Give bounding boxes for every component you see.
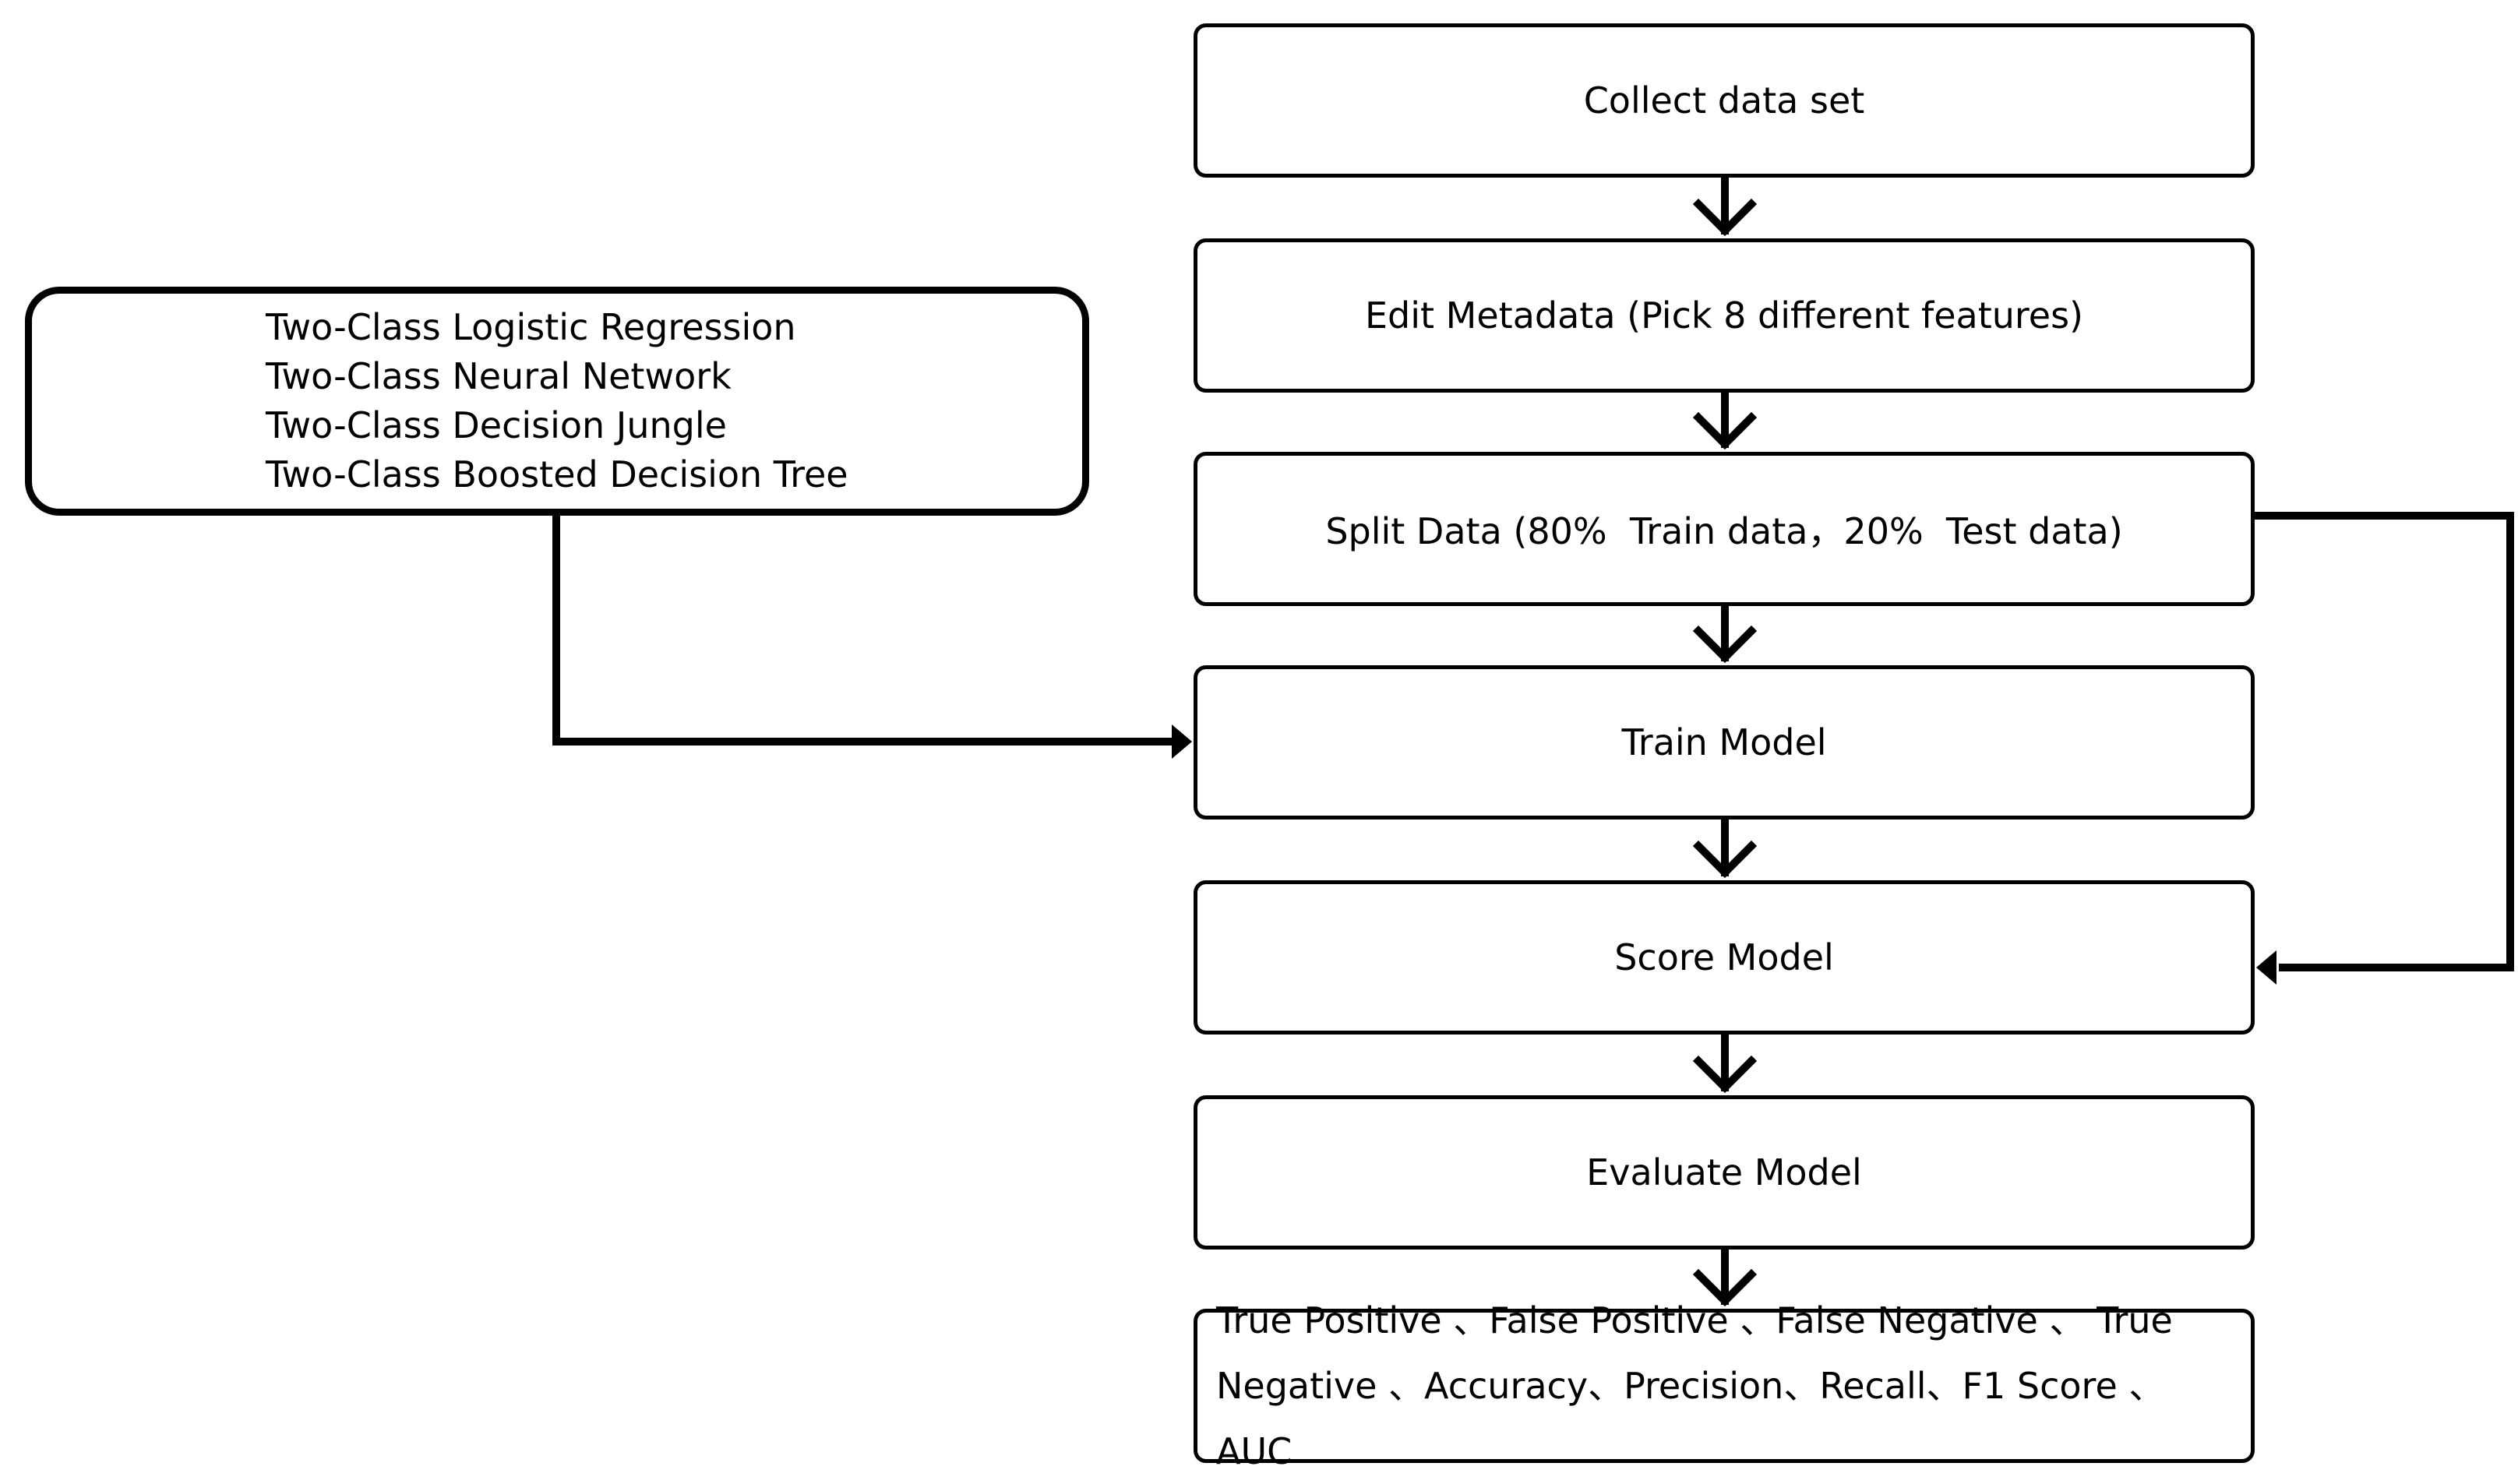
arrow-split-to-train <box>1692 604 1758 664</box>
step-edit-metadata: Edit Metadata (Pick 8 different features… <box>1194 238 2255 393</box>
arrow-evaluate-to-metrics <box>1692 1247 1758 1307</box>
step-label: Split Data (80% Train data，20% Test data… <box>1325 510 2123 552</box>
arrow-split-to-score <box>2251 512 2514 971</box>
step-train-model: Train Model <box>1194 665 2255 820</box>
model-item: Two-Class Neural Network <box>266 355 732 397</box>
step-collect-data: Collect data set <box>1194 23 2255 178</box>
model-item: Two-Class Boosted Decision Tree <box>266 453 848 495</box>
arrow-edit-to-split <box>1692 390 1758 450</box>
arrow-score-to-evaluate <box>1692 1032 1758 1094</box>
step-split-data: Split Data (80% Train data，20% Test data… <box>1194 452 2255 606</box>
model-item: Two-Class Decision Jungle <box>266 404 727 446</box>
arrow-models-to-train <box>552 512 1173 746</box>
step-label: Evaluate Model <box>1586 1151 1862 1193</box>
step-evaluate-model: Evaluate Model <box>1194 1095 2255 1250</box>
model-item: Two-Class Logistic Regression <box>266 306 796 348</box>
step-label: Edit Metadata (Pick 8 different features… <box>1364 294 2084 337</box>
step-label: Train Model <box>1621 721 1827 763</box>
arrow-train-to-score <box>1692 817 1758 879</box>
model-list: Two-Class Logistic Regression Two-Class … <box>266 303 848 499</box>
arrowhead-train <box>1172 724 1192 759</box>
step-score-model: Score Model <box>1194 880 2255 1035</box>
metrics-box: True Positive 、False Positive 、False Neg… <box>1194 1299 2255 1472</box>
step-label: Collect data set <box>1583 79 1865 122</box>
step-label: Score Model <box>1614 936 1834 978</box>
model-options-box: Two-Class Logistic Regression Two-Class … <box>25 287 1089 516</box>
metrics-list: True Positive 、False Positive 、False Neg… <box>1216 1299 2173 1472</box>
arrowhead-score <box>2256 950 2276 985</box>
arrow-collect-to-edit <box>1692 175 1758 237</box>
